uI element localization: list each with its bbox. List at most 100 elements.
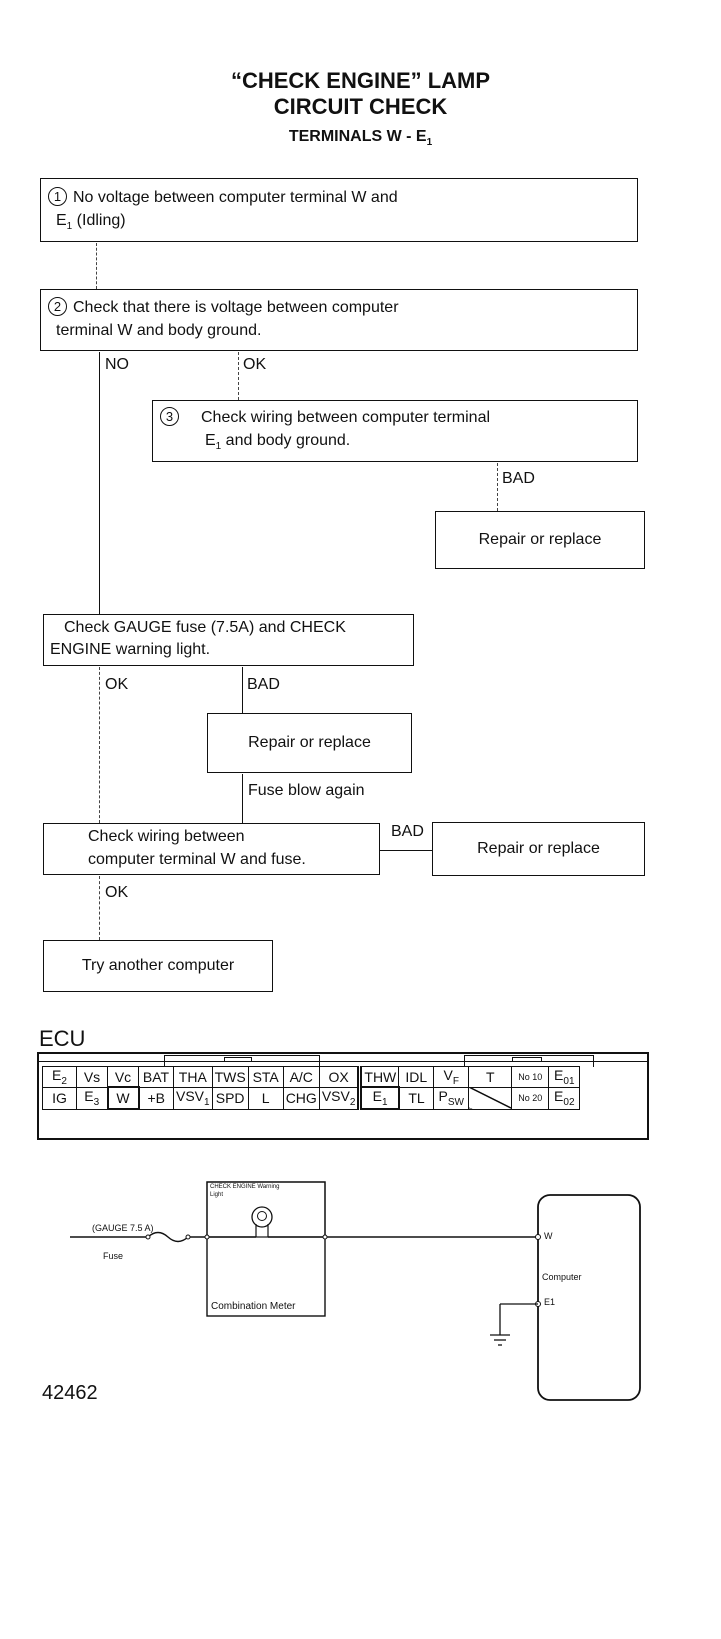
step1-text-line2: E1 (Idling) xyxy=(56,210,126,238)
label-bad-3: BAD xyxy=(391,823,424,840)
ecu-latch-right xyxy=(464,1055,594,1067)
step6-text: Try another computer xyxy=(81,957,235,974)
ecu-pin: THA xyxy=(173,1066,213,1088)
combination-meter-label: Combination Meter xyxy=(211,1301,296,1312)
label-fuse-blow: Fuse blow again xyxy=(248,782,365,799)
step3-e: E xyxy=(205,432,216,449)
ecu-pin-table: E2 Vs Vc BAT THA TWS STA A/C OX THW IDL … xyxy=(42,1066,581,1111)
ecu-latch-left xyxy=(164,1055,320,1067)
connector-ok-1 xyxy=(238,352,239,400)
connector-bad-3 xyxy=(380,850,432,851)
ecu-pin: VF xyxy=(433,1066,470,1088)
repair3-text: Repair or replace xyxy=(477,840,600,857)
ecu-row-1: E2 Vs Vc BAT THA TWS STA A/C OX THW IDL … xyxy=(42,1066,581,1088)
fuse-symbol xyxy=(147,1231,189,1243)
subtitle-text: TERMINALS W - E xyxy=(288,128,427,145)
step3-box xyxy=(152,400,638,462)
ecu-pin: STA xyxy=(247,1066,284,1088)
repair1-text: Repair or replace xyxy=(478,531,602,548)
ecu-connector-inner-line xyxy=(37,1061,649,1062)
label-bad-2: BAD xyxy=(247,676,280,693)
ecu-pin: TWS xyxy=(211,1066,249,1088)
ecu-pin: +B xyxy=(138,1086,174,1110)
subtitle-subscript: 1 xyxy=(426,137,433,149)
connector-ok-2 xyxy=(99,667,100,823)
connector-fuse-blow xyxy=(242,774,243,823)
repair1-box xyxy=(435,511,645,569)
ecu-pin: IDL xyxy=(398,1066,435,1088)
connector-bad-1 xyxy=(497,463,498,511)
ecu-pin: E3 xyxy=(76,1086,108,1110)
step3-ground: and body ground. xyxy=(221,432,351,449)
step5-box xyxy=(43,823,380,875)
step4-text-line2: ENGINE warning light. xyxy=(50,641,211,658)
step6-box xyxy=(43,940,273,992)
ecu-pin: SPD xyxy=(211,1086,249,1110)
warning-light-box xyxy=(206,1181,326,1238)
computer-terminal-e1-label: E1 xyxy=(544,1297,556,1307)
gauge-label: (GAUGE 7.5 A) xyxy=(92,1223,154,1233)
step2-text-line1: 2 Check that there is voltage between com… xyxy=(48,297,399,319)
ecu-latch-left-tab xyxy=(224,1057,252,1062)
step2-number: 2 xyxy=(48,297,67,316)
figure-number: 42462 xyxy=(42,1382,98,1404)
step3-label: Check wiring between computer terminal xyxy=(201,409,491,426)
ecu-pin: No 20 xyxy=(511,1086,550,1110)
ecu-pin: TL xyxy=(398,1086,435,1110)
step2-text-line2: terminal W and body ground. xyxy=(56,322,262,339)
circuit-diagram xyxy=(70,1181,641,1401)
ecu-pin: OX xyxy=(318,1066,361,1088)
ecu-pin: E2 xyxy=(42,1066,77,1088)
warning-lamp-filament xyxy=(257,1211,267,1221)
repair3-box xyxy=(432,822,645,876)
fuse-label: Fuse xyxy=(103,1251,124,1261)
step2-box xyxy=(40,289,638,351)
step2-label: Check that there is voltage between comp… xyxy=(73,299,399,316)
step1-e: E xyxy=(56,212,67,229)
step1-idling: (Idling) xyxy=(72,212,126,229)
computer-box xyxy=(537,1194,641,1401)
step3-text-line2: E1 and body ground. xyxy=(205,430,350,458)
step1-e-sub: 1 xyxy=(66,221,73,233)
ecu-pin: THW xyxy=(357,1066,400,1088)
ecu-pin: No 10 xyxy=(511,1066,550,1088)
page-subtitle: TERMINALS W - E1 xyxy=(0,128,721,148)
step4-text-line1: Check GAUGE fuse (7.5A) and CHECK xyxy=(64,619,346,636)
label-ok-1: OK xyxy=(243,356,267,373)
connector-no xyxy=(99,352,100,614)
repair2-box xyxy=(207,713,412,773)
ecu-latch-right-tab xyxy=(512,1057,542,1062)
connector-bad-2 xyxy=(242,667,243,713)
step5-text-line2: computer terminal W and fuse. xyxy=(88,851,306,868)
ecu-pin: L xyxy=(247,1086,284,1110)
ecu-pin: Vc xyxy=(107,1066,139,1088)
computer-label: Computer xyxy=(542,1272,582,1282)
ecu-pin: T xyxy=(468,1066,513,1088)
label-no: NO xyxy=(105,356,129,373)
fuse-terminal-left xyxy=(145,1234,151,1240)
computer-terminal-w-label: W xyxy=(544,1231,553,1241)
warning-lamp-icon xyxy=(251,1206,273,1228)
label-ok-2: OK xyxy=(105,676,129,693)
combination-meter-box xyxy=(206,1181,326,1317)
warning-light-label-2: Light xyxy=(210,1192,224,1198)
computer-terminal-w xyxy=(535,1234,541,1240)
label-ok-3: OK xyxy=(105,884,129,901)
step1-number: 1 xyxy=(48,187,67,206)
ecu-pin: PSW xyxy=(433,1086,470,1110)
ecu-label: ECU xyxy=(39,1026,86,1051)
ecu-pin: E01 xyxy=(548,1066,581,1088)
ecu-connector-outline xyxy=(37,1052,649,1140)
ecu-pin: BAT xyxy=(138,1066,174,1088)
repair2-text: Repair or replace xyxy=(248,734,371,751)
ecu-pin: E02 xyxy=(548,1086,581,1110)
step3-e-sub: 1 xyxy=(215,441,222,453)
page-title: “CHECK ENGINE” LAMP xyxy=(230,68,491,93)
ecu-pin-e1: E1 xyxy=(357,1086,400,1111)
ecu-pin-empty xyxy=(468,1086,513,1110)
ecu-pin: IG xyxy=(42,1086,77,1110)
ecu-pin-w: W xyxy=(106,1086,140,1111)
warning-light-label: CHECK ENGINE Warning xyxy=(210,1184,280,1190)
